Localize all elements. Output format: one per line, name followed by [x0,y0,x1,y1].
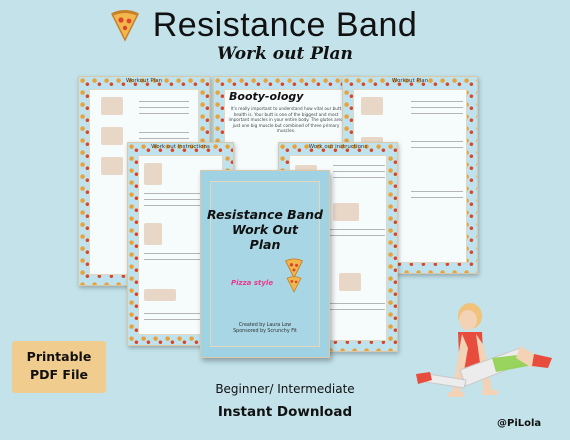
cover-title-line1: Resistance Band [206,207,323,222]
cover-title: Resistance Band Work Out Plan [201,207,329,252]
printable-pdf-badge: Printable PDF File [12,341,106,393]
main-title: Resistance Band [152,6,418,44]
booty-ology-box: Booty-ology It's really important to und… [223,84,350,142]
cover-page: Resistance Band Work Out Plan Pizza styl… [200,170,330,358]
page-header: Work out instructions [151,144,210,150]
cover-credit: Created by Laura Low Sponsored by Scrunc… [201,323,329,335]
handle-label: @PiLola [497,418,542,429]
page-header: Work out instructions [308,144,368,150]
cover-style-label: Pizza style [231,279,274,287]
cover-credit-line2: Sponsored by Scrunchy Fit [233,329,297,334]
page-header: Workout Plan [391,78,429,84]
main-subtitle: Work out Plan [217,44,353,64]
cover-title-line3: Plan [249,237,281,252]
cover-credit-line1: Created by Laura Low [238,323,292,328]
booty-ology-text: It's really important to understand how … [228,106,344,133]
printable-line1: Printable [26,349,92,364]
printable-line2: PDF File [29,367,88,382]
pizza-icon [110,10,140,42]
instant-download-label: Instant Download [217,404,353,420]
cover-title-line2: Work Out [231,222,299,237]
level-label: Beginner/ Intermediate [215,382,355,396]
exercise-illustration [416,303,552,397]
pizza-icon [286,276,302,293]
booty-ology-title: Booty-ology [229,90,304,103]
pizza-icon [284,258,304,279]
instructions-page-right: Work out instructions [278,142,398,352]
page-header: Workout Plan [125,78,163,84]
